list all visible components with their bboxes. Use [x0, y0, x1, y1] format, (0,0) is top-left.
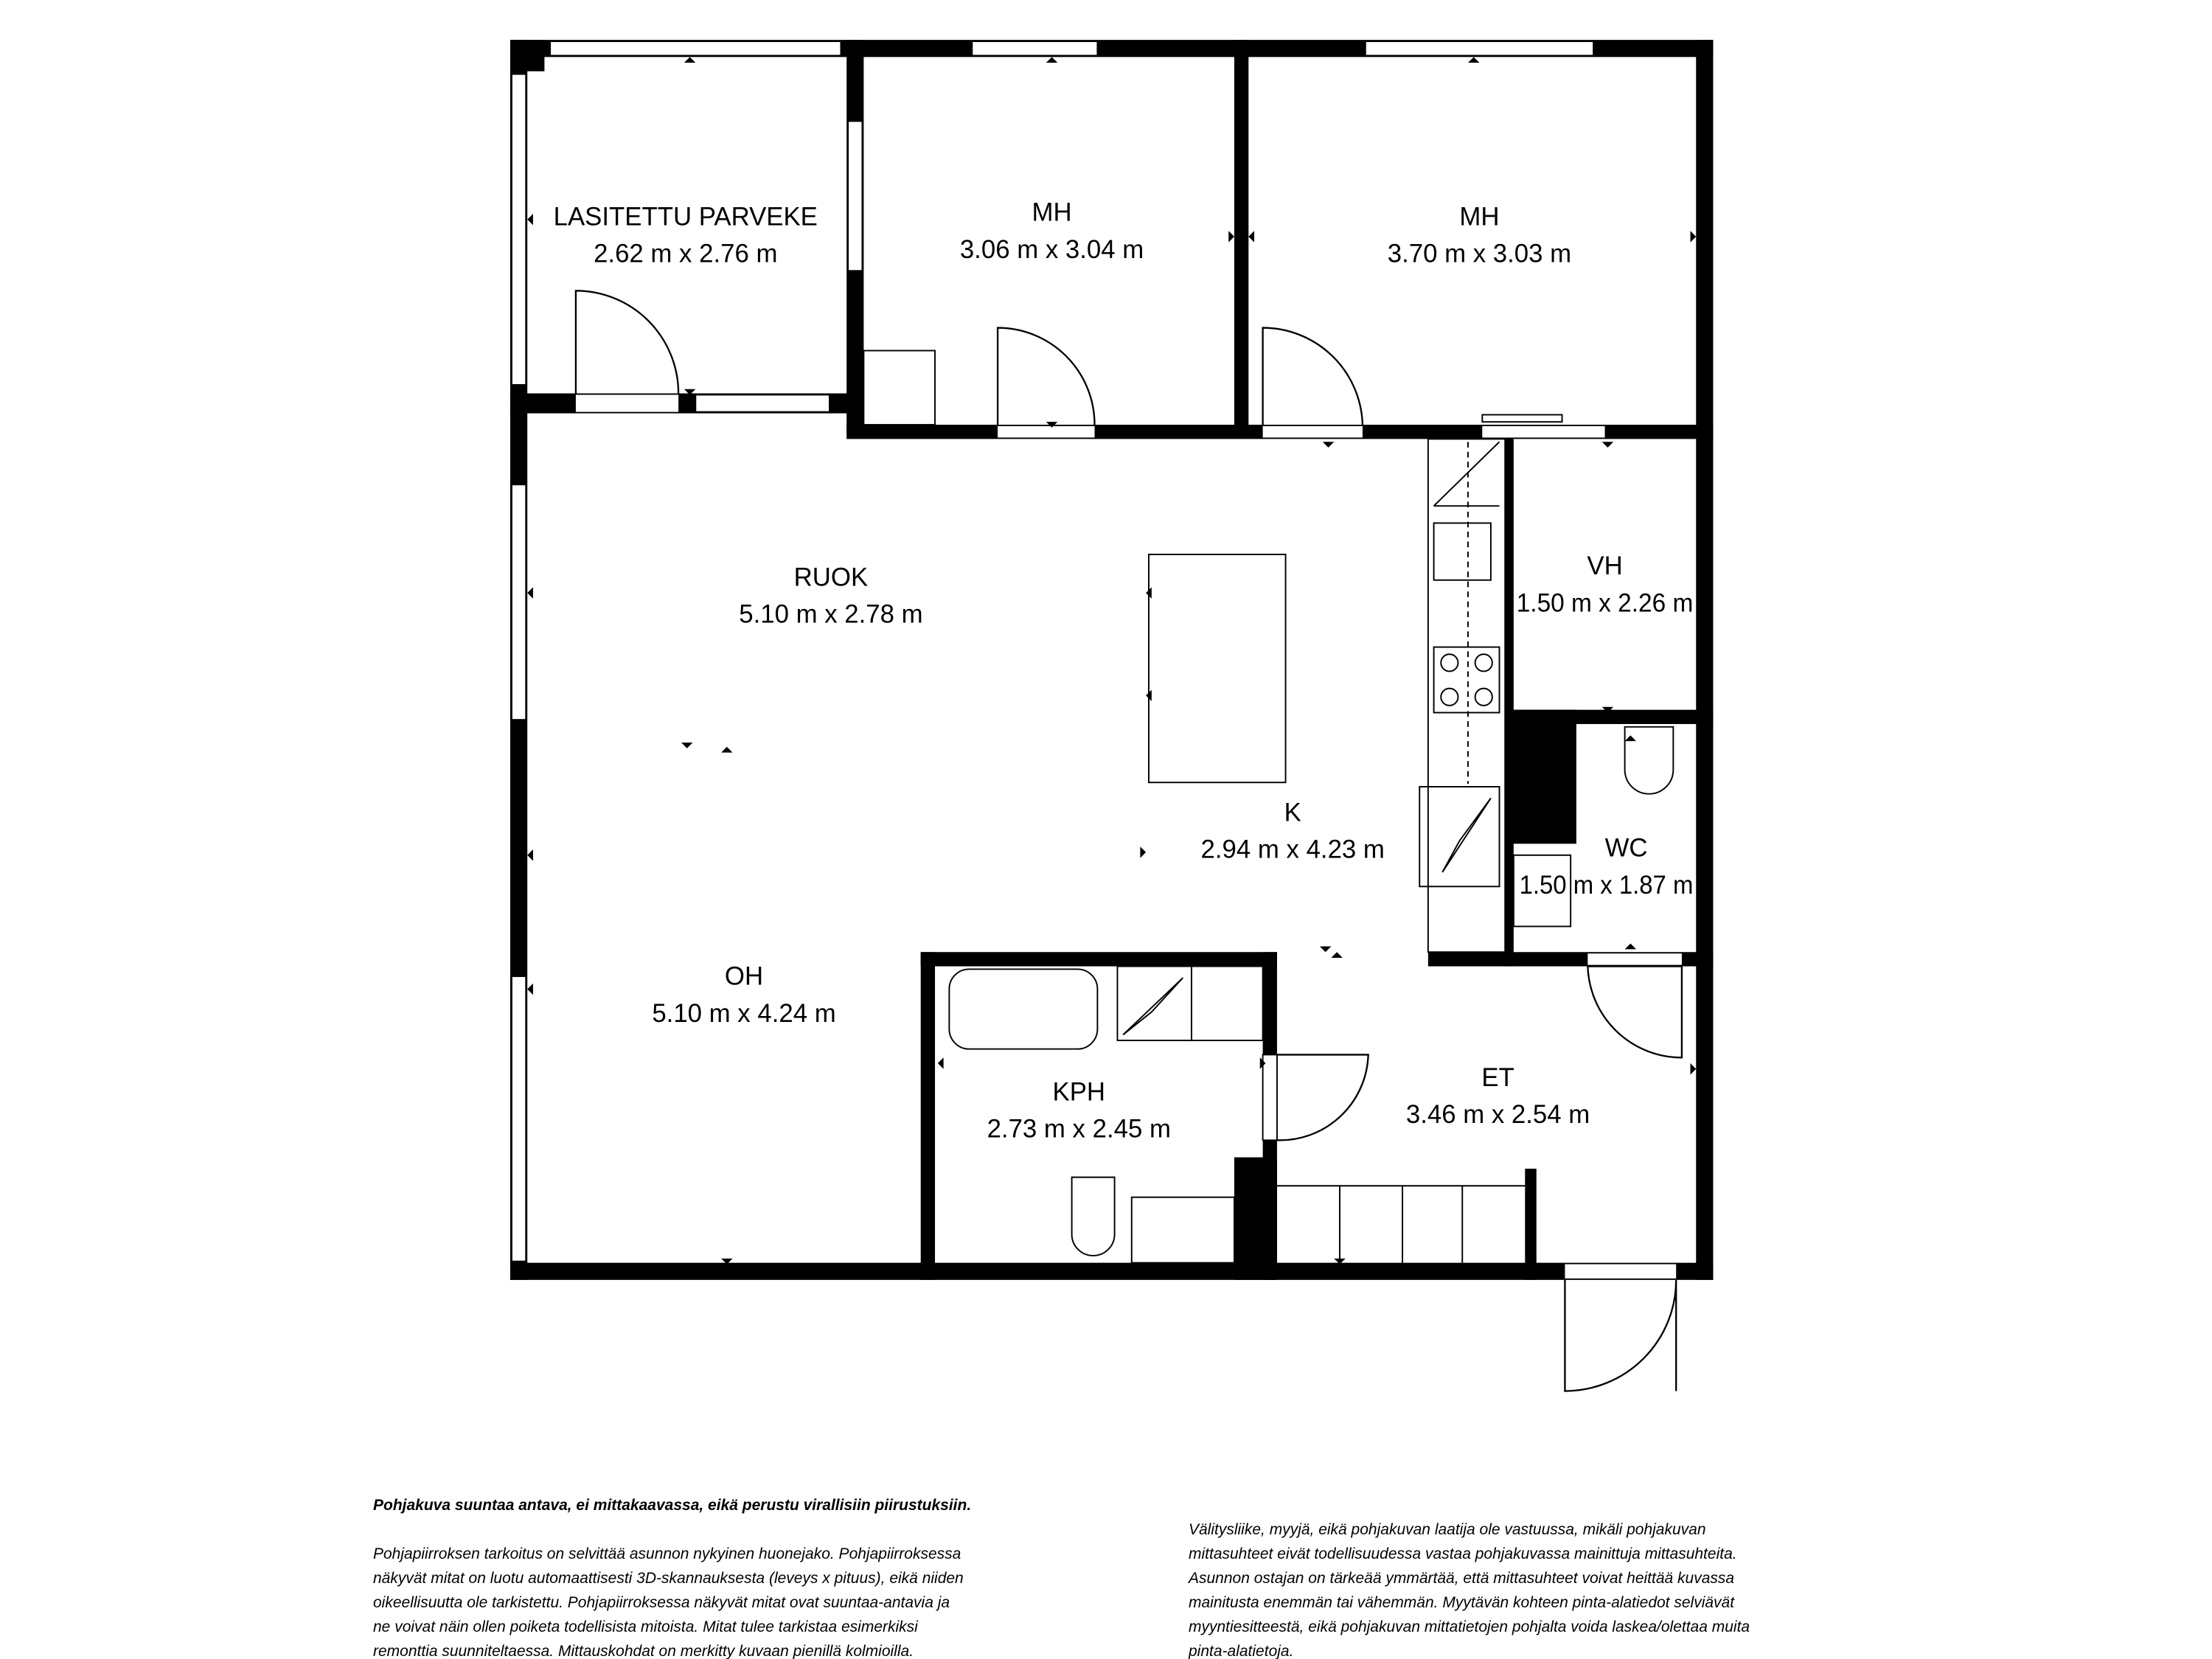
room-size: 2.62 m x 2.76 m	[594, 240, 777, 268]
room-size: 5.10 m x 2.78 m	[739, 601, 922, 629]
fridge	[1419, 786, 1500, 888]
room-name: RUOK	[794, 563, 869, 591]
openings	[510, 41, 1682, 1279]
disclaimer-right: Välitysliike, myyjä, eikä pohjakuvan laa…	[1189, 1517, 1750, 1659]
room-name: VH	[1587, 552, 1622, 580]
door-balcony	[574, 290, 680, 394]
doors	[574, 290, 1683, 1392]
disclaimer-line: pinta-alatietoja.	[1189, 1643, 1294, 1659]
disclaimer-line: mittasuhteet eivät todellisuudessa vasta…	[1189, 1545, 1737, 1562]
room-name: KPH	[1053, 1078, 1106, 1106]
room-size: 3.70 m x 3.03 m	[1388, 240, 1571, 268]
wc-sink	[1512, 854, 1572, 928]
room-name: K	[1284, 799, 1301, 827]
kitchen-counter	[1427, 438, 1506, 953]
measurement-markers	[527, 57, 1697, 1265]
disclaimer-line: ne voivat näin ollen poiketa todellisist…	[373, 1618, 918, 1635]
bathroom-sink	[1130, 1196, 1235, 1264]
wc-toilet	[1624, 726, 1674, 795]
bathtub	[948, 968, 1099, 1050]
room-name: MH	[1032, 199, 1071, 227]
kitchen-sink	[1433, 522, 1492, 581]
room-name: OH	[725, 963, 763, 991]
kitchen-island	[1148, 553, 1287, 784]
room-name: ET	[1481, 1064, 1514, 1092]
room-size: 2.73 m x 2.45 m	[987, 1116, 1171, 1144]
room-size: 1.50 m x 1.87 m	[1520, 872, 1694, 900]
room-name: WC	[1605, 835, 1648, 863]
room-size: 1.50 m x 2.26 m	[1517, 589, 1694, 617]
disclaimer-line: näkyvät mitat on luotu automaattisesti 3…	[373, 1570, 964, 1587]
disclaimer-line: mainitusta enemmän tai vähemmän. Myytävä…	[1189, 1594, 1735, 1611]
room-name: LASITETTU PARVEKE	[554, 203, 818, 231]
disclaimer-line: oikeellisuutta ole tarkistettu. Pohjapii…	[373, 1594, 950, 1611]
bathroom-toilet	[1071, 1176, 1116, 1256]
room-size: 2.94 m x 4.23 m	[1201, 836, 1385, 864]
disclaimer-title: Pohjakuva suuntaa antava, ei mittakaavas…	[373, 1497, 972, 1514]
room-name: MH	[1459, 203, 1499, 231]
wardrobe	[863, 349, 936, 425]
stove	[1433, 646, 1500, 714]
door-wc	[1587, 965, 1683, 1059]
door-bathroom	[1276, 1054, 1369, 1141]
room-labels: LASITETTU PARVEKE 2.62 m x 2.76 m MH 3.0…	[554, 199, 1694, 1144]
door-bedroom2	[1262, 327, 1364, 425]
fixtures	[863, 349, 1674, 1264]
disclaimer-line: Välitysliike, myyjä, eikä pohjakuvan laa…	[1189, 1521, 1706, 1538]
door-entrance	[1564, 1279, 1677, 1392]
disclaimer-left: Pohjakuva suuntaa antava, ei mittakaavas…	[373, 1493, 971, 1659]
room-size: 5.10 m x 4.24 m	[652, 1000, 835, 1028]
disclaimer-line: Pohjapiirroksen tarkoitus on selvittää a…	[373, 1545, 961, 1562]
room-size: 3.46 m x 2.54 m	[1406, 1101, 1590, 1129]
door-bedroom1	[996, 327, 1096, 425]
disclaimer-line: remonttia suunniteltaessa. Mittauskohdat…	[373, 1643, 914, 1659]
stairs	[1276, 1185, 1526, 1263]
disclaimer-line: myyntiesitteestä, eikä pohjakuvan mittat…	[1189, 1618, 1750, 1635]
room-size: 3.06 m x 3.04 m	[960, 236, 1144, 264]
disclaimer-line: Asunnon ostajan on tärkeää ymmärtää, ett…	[1189, 1570, 1735, 1587]
